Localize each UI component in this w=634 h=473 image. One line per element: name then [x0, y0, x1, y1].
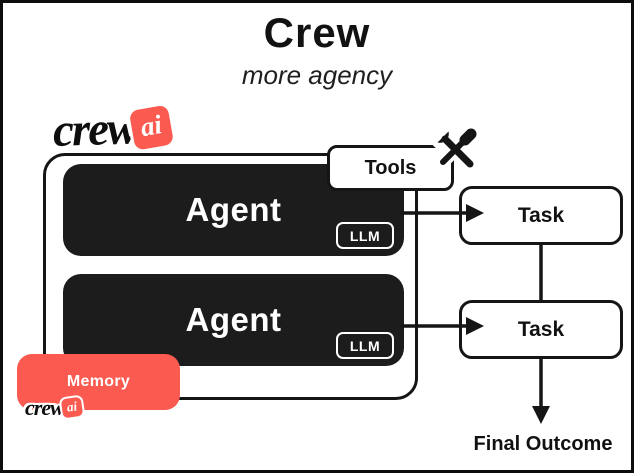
crewai-logo-script: crew: [52, 102, 138, 158]
page-subtitle: more agency: [241, 60, 393, 90]
tools-box: Tools: [327, 145, 454, 191]
agent-2-label: Agent: [185, 301, 282, 338]
crewai-logo-small: crew ai: [25, 395, 84, 420]
crewai-logo-small-script: crew: [25, 395, 65, 420]
page-title: Crew: [263, 9, 371, 56]
crewai-logo-ai-badge: ai: [129, 104, 175, 151]
agent-box-1: Agent LLM: [63, 164, 404, 256]
crewai-logo: crew ai: [52, 102, 175, 158]
task-2-label: Task: [517, 317, 565, 341]
agent-1-label: Agent: [185, 191, 282, 228]
task-box-1: Task: [459, 186, 623, 245]
crewai-logo-small-ai-badge: ai: [60, 396, 84, 419]
task-box-2: Task: [459, 300, 623, 359]
agent-box-2: Agent LLM: [63, 274, 404, 366]
crossed-wrench-screwdriver-icon: [432, 126, 478, 172]
crew-boundary-box: [43, 153, 418, 400]
task-1-label: Task: [517, 203, 565, 227]
agent-2-llm-badge: LLM: [336, 332, 394, 359]
agent-1-llm-badge: LLM: [336, 222, 394, 249]
tools-label: Tools: [364, 156, 417, 179]
memory-box: Memory: [17, 354, 180, 410]
final-outcome-label: Final Outcome: [473, 433, 613, 455]
memory-label: Memory: [66, 373, 131, 390]
